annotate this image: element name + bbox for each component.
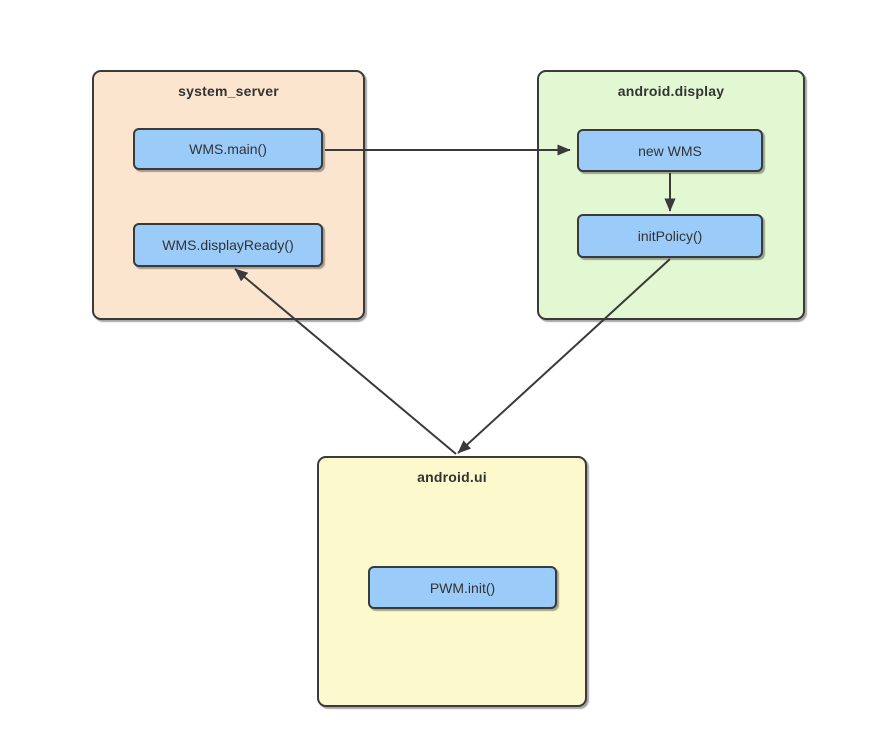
container-title-android-ui: android.ui (417, 469, 487, 485)
container-system-server: system_server WMS.main() WMS.displayRead… (92, 70, 365, 320)
node-label-pwm-init: PWM.init() (429, 579, 496, 596)
node-pwm-init: PWM.init() (368, 566, 557, 609)
node-label-initpolicy: initPolicy() (637, 228, 703, 244)
node-new-wms: new WMS (577, 129, 763, 172)
container-android-display: android.display new WMS initPolicy() (537, 70, 805, 320)
node-wms-main: WMS.main() (133, 128, 323, 170)
container-title-android-display: android.display (617, 83, 725, 99)
node-label-wms-main: WMS.main() (189, 141, 267, 157)
container-title-system-server: system_server (178, 83, 279, 99)
node-label-wms-displayready: WMS.displayReady() (162, 237, 294, 253)
node-label-new-wms: new WMS (638, 142, 702, 159)
node-initpolicy: initPolicy() (577, 214, 763, 258)
container-android-ui: android.ui PWM.init() (317, 456, 587, 707)
node-wms-displayready: WMS.displayReady() (133, 223, 323, 267)
